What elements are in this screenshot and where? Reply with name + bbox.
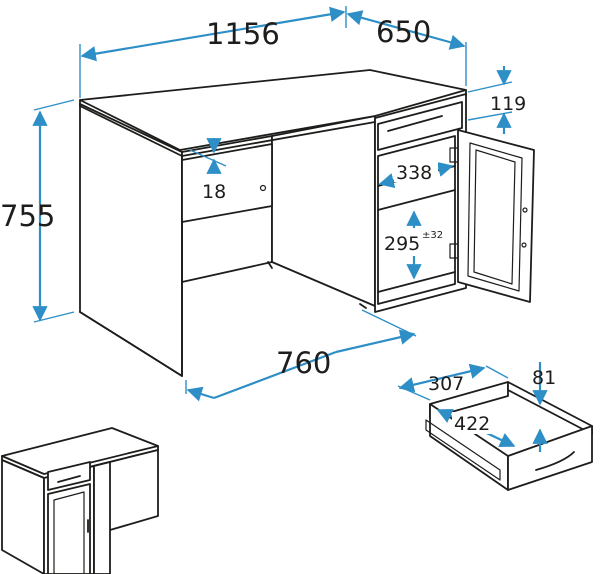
- depth-label: 650: [376, 15, 431, 49]
- desk-main-view: [79, 69, 535, 377]
- desktop-top: [79, 69, 467, 151]
- drawer-handle-icon: [387, 115, 443, 132]
- dimension-top-panel: 18: [189, 138, 227, 203]
- dimension-knee-depth: 760: [185, 309, 417, 402]
- top-panel-label: 18: [202, 181, 226, 203]
- drawer-handle-detail-icon: [535, 451, 575, 471]
- drawer-front: [377, 101, 463, 151]
- dimension-depth: 650: [346, 10, 467, 86]
- shelf-depth-label: 338: [396, 162, 432, 184]
- desktop-edge: [79, 99, 376, 157]
- dimension-shelf-gap: 295 ±32: [384, 210, 443, 280]
- drawer-front-panel: [507, 425, 593, 491]
- shelf-gap-label: 295: [384, 233, 420, 255]
- drawer-length-label: 422: [454, 413, 490, 435]
- knee-depth-label: 760: [276, 346, 331, 380]
- height-label: 755: [0, 199, 55, 233]
- dimension-height: 755: [0, 99, 75, 323]
- drawer-front-label: 119: [490, 93, 526, 115]
- left-hanging-panel: [181, 143, 273, 223]
- desk-thumbnail: [1, 427, 159, 574]
- drawer-width-label: 307: [428, 373, 464, 395]
- shelf-gap-tolerance: ±32: [422, 230, 443, 241]
- left-side-panel: [79, 103, 183, 377]
- dimension-shelf-depth: 338: [378, 160, 454, 189]
- right-pedestal-back: [271, 115, 376, 307]
- width-label: 1156: [206, 17, 280, 51]
- hole-icon: [259, 184, 267, 192]
- drawer-detail: 307 422 81: [397, 362, 593, 491]
- drawer-height-label: 81: [532, 367, 556, 389]
- dimension-drawer-front: 119: [467, 66, 526, 134]
- drawer-runner: [425, 419, 501, 481]
- dimension-width: 1156: [79, 6, 347, 98]
